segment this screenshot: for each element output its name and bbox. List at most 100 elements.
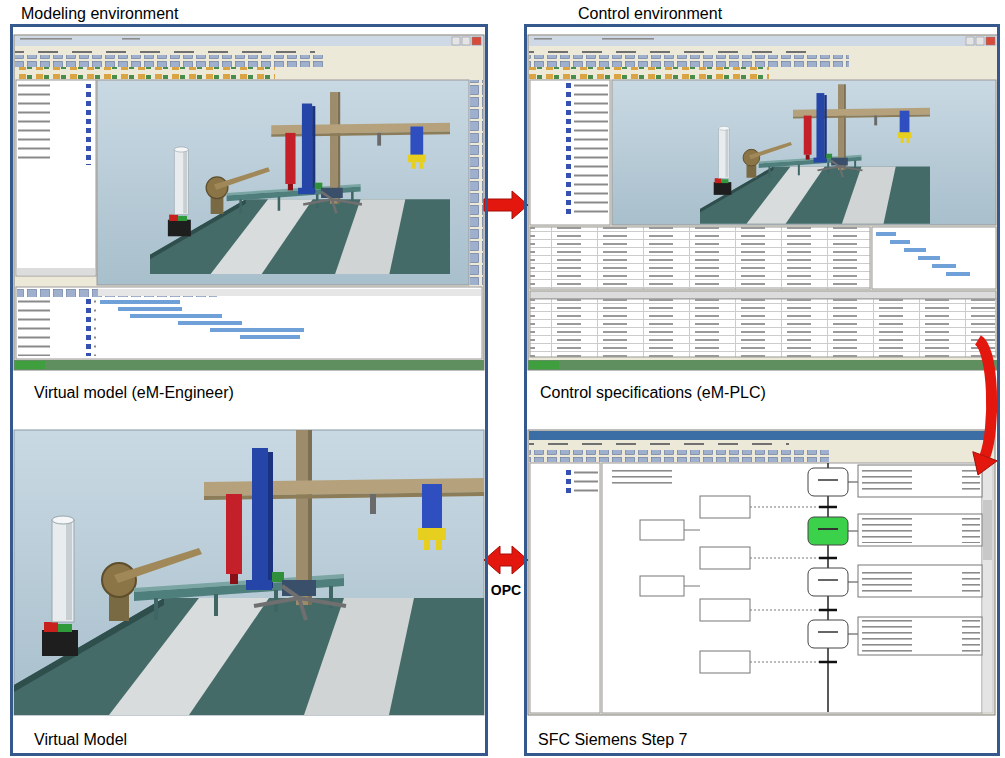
em-engineer-screenshot xyxy=(14,35,484,370)
virtual-model-view-part xyxy=(14,430,484,715)
em-plc-screenshot-part xyxy=(872,227,996,289)
sfc-step7-screenshot-part xyxy=(808,620,848,648)
em-plc-screenshot-part xyxy=(932,264,956,268)
sfc-step7-screenshot-part xyxy=(684,530,700,586)
em-plc-screenshot-part xyxy=(904,248,926,252)
screenshot-box: Virtual model (eM-Engineer) xyxy=(14,35,484,405)
sfc-step7-screenshot-part xyxy=(858,565,982,597)
screenshot-box: SFC Siemens Step 7 xyxy=(528,430,978,751)
em-engineer-screenshot-part xyxy=(462,37,470,45)
sfc-step7-screenshot-part xyxy=(640,576,684,596)
sfc-step7-screenshot-part xyxy=(862,568,980,594)
sfc-step7-screenshot-part xyxy=(808,517,848,545)
virtual-model-view-part xyxy=(14,430,484,715)
em-plc-screenshot-part xyxy=(534,38,654,43)
screenshot-caption: Virtual Model xyxy=(34,730,127,749)
sfc-step7-screenshot-part xyxy=(602,463,982,713)
connector-label: OPC xyxy=(489,582,523,599)
red-arrow xyxy=(484,546,528,574)
screenshot-box: Control specifications (eM-PLC) xyxy=(528,35,978,405)
em-engineer-screenshot-part xyxy=(98,289,481,296)
sfc-step7-screenshot-part xyxy=(640,520,684,540)
em-plc-screenshot-part xyxy=(612,80,996,225)
em-engineer-screenshot-part xyxy=(210,328,304,332)
panel-heading: Control environment xyxy=(578,4,722,23)
em-plc-screenshot-part xyxy=(528,360,998,370)
sfc-step7-screenshot-part xyxy=(528,430,995,715)
sfc-step7-screenshot-part xyxy=(982,463,993,713)
em-engineer-screenshot-part xyxy=(452,37,460,45)
em-plc-screenshot-part xyxy=(918,256,940,260)
em-engineer-screenshot-part xyxy=(15,67,275,79)
em-engineer-screenshot-part xyxy=(17,268,95,275)
sfc-step7-screenshot-part xyxy=(862,620,980,652)
em-plc-screenshot-part xyxy=(530,227,870,289)
environment-panel: Modeling environmentVirtual model (eM-En… xyxy=(10,24,488,756)
sfc-step7-screenshot-part xyxy=(700,651,750,673)
em-plc-screenshot-part xyxy=(530,80,610,225)
sfc-step7-screenshot-part xyxy=(750,507,819,662)
em-plc-screenshot-part xyxy=(529,361,559,369)
red-arrow xyxy=(484,191,528,219)
em-plc-screenshot-part xyxy=(529,36,997,46)
em-plc-screenshot-part xyxy=(946,272,970,276)
sfc-step7-screenshot-part xyxy=(818,528,838,530)
sfc-step7-screenshot-part xyxy=(532,466,598,496)
em-plc-screenshot-part xyxy=(876,232,896,236)
em-engineer-screenshot-part xyxy=(15,55,325,67)
sfc-step7-screenshot-part xyxy=(858,514,982,546)
virtual-model-view xyxy=(14,430,484,715)
em-engineer-screenshot-part xyxy=(14,35,484,370)
em-engineer-screenshot-part xyxy=(240,335,300,339)
sfc-step7-screenshot-part xyxy=(529,431,994,440)
screenshot-caption: Control specifications (eM-PLC) xyxy=(540,383,766,402)
em-engineer-screenshot-part xyxy=(150,92,450,274)
em-plc-screenshot-part xyxy=(529,67,769,79)
sfc-step7-screenshot-part xyxy=(700,547,750,569)
sfc-step7-screenshot xyxy=(528,430,995,715)
sfc-step7-screenshot-part xyxy=(862,517,980,543)
sfc-step7-screenshot-part xyxy=(530,463,600,713)
em-plc-screenshot-part xyxy=(532,83,608,218)
em-engineer-screenshot-part xyxy=(118,307,182,311)
em-engineer-screenshot-part xyxy=(16,80,96,276)
sfc-step7-screenshot-part xyxy=(808,468,848,496)
em-plc-screenshot-part xyxy=(530,291,996,299)
screenshot-caption: SFC Siemens Step 7 xyxy=(538,730,687,749)
em-plc-screenshot-part xyxy=(890,240,910,244)
em-plc-screenshot-part xyxy=(986,37,995,45)
panel-heading: Modeling environment xyxy=(21,4,178,23)
sfc-step7-screenshot-part xyxy=(862,468,980,494)
red-arrow-head xyxy=(973,452,997,475)
em-engineer-screenshot-part xyxy=(15,36,483,46)
em-engineer-screenshot-part xyxy=(18,84,94,165)
em-plc-screenshot-part xyxy=(529,55,849,67)
red-arrow-shaft xyxy=(978,340,992,456)
em-plc-screenshot-part xyxy=(529,46,809,54)
em-engineer-screenshot-part xyxy=(130,314,222,318)
em-plc-screenshot-part xyxy=(528,35,998,370)
red-arrow-shape xyxy=(484,191,528,219)
em-engineer-screenshot-part xyxy=(472,37,481,45)
em-engineer-screenshot-part xyxy=(178,321,242,325)
em-plc-screenshot-part xyxy=(976,37,984,45)
sfc-step7-screenshot-part xyxy=(818,579,838,581)
em-engineer-screenshot-part xyxy=(100,300,180,304)
em-engineer-screenshot-part xyxy=(16,287,482,359)
sfc-step7-screenshot-part xyxy=(700,599,750,621)
screenshot-box: Virtual Model xyxy=(14,430,484,751)
sfc-step7-screenshot-part xyxy=(529,441,789,449)
em-plc-screenshot-part xyxy=(530,299,996,357)
environment-panel: Control environmentControl specification… xyxy=(524,24,1000,756)
sfc-step7-screenshot-part xyxy=(848,482,858,634)
sfc-step7-screenshot-part xyxy=(818,479,838,481)
sfc-step7-screenshot-part xyxy=(700,496,750,518)
em-engineer-screenshot-part xyxy=(14,360,484,370)
em-plc-screenshot-part xyxy=(966,37,974,45)
sfc-step7-screenshot-part xyxy=(858,465,982,497)
em-engineer-screenshot-part xyxy=(18,298,96,356)
sfc-step7-screenshot-part xyxy=(818,631,838,633)
